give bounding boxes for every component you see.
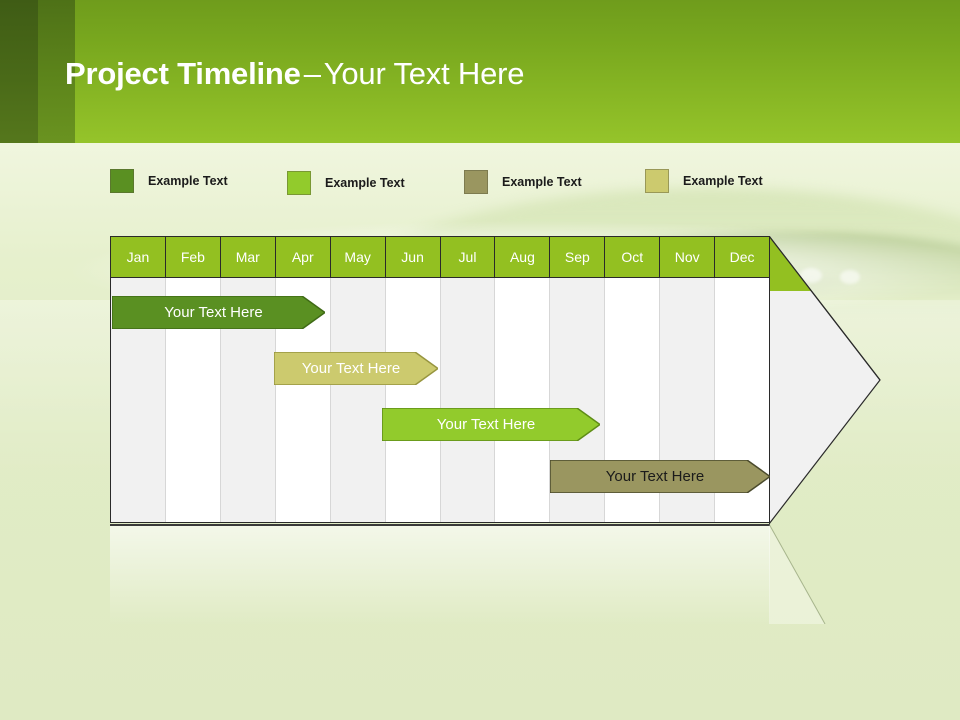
legend-label: Example Text bbox=[148, 174, 228, 188]
month-header-feb: Feb bbox=[165, 237, 221, 278]
month-header-jun: Jun bbox=[385, 237, 441, 278]
timeline-reflection-arrow bbox=[769, 524, 879, 624]
legend-item-3[interactable]: Example Text bbox=[464, 170, 582, 194]
legend-item-4[interactable]: Example Text bbox=[645, 169, 763, 193]
page-title-light: Your Text Here bbox=[323, 56, 525, 91]
month-header-sep: Sep bbox=[550, 237, 606, 278]
legend-swatch-icon bbox=[287, 171, 311, 195]
page-title: Project Timeline–Your Text Here bbox=[65, 58, 524, 89]
timeline-column-jan[interactable]: Jan bbox=[111, 237, 166, 522]
month-header-nov: Nov bbox=[660, 237, 716, 278]
legend-swatch-icon bbox=[464, 170, 488, 194]
timeline-arrow-head bbox=[769, 236, 881, 524]
legend-label: Example Text bbox=[325, 176, 405, 190]
page-title-dash: – bbox=[303, 56, 321, 91]
header-left-mid-band bbox=[38, 0, 75, 143]
timeline-column-aug[interactable]: Aug bbox=[495, 237, 551, 522]
timeline-bar-2[interactable]: Your Text Here bbox=[274, 352, 438, 385]
month-header-apr: Apr bbox=[275, 237, 331, 278]
background-bubble bbox=[840, 270, 860, 284]
page-title-bold: Project Timeline bbox=[65, 56, 301, 91]
month-header-oct: Oct bbox=[605, 237, 661, 278]
timeline-reflection bbox=[110, 524, 770, 626]
header-gradient-panel bbox=[75, 0, 960, 143]
month-header-mar: Mar bbox=[220, 237, 276, 278]
timeline-bar-label: Your Text Here bbox=[436, 416, 536, 433]
timeline-bar-label: Your Text Here bbox=[164, 304, 263, 321]
timeline-column-jul[interactable]: Jul bbox=[440, 237, 496, 522]
legend-swatch-icon bbox=[645, 169, 669, 193]
legend-swatch-icon bbox=[110, 169, 134, 193]
legend-label: Example Text bbox=[683, 174, 763, 188]
timeline-bar-arrow-shape bbox=[382, 408, 600, 441]
legend-item-2[interactable]: Example Text bbox=[287, 171, 405, 195]
month-header-aug: Aug bbox=[495, 237, 551, 278]
timeline-bar-3[interactable]: Your Text Here bbox=[382, 408, 600, 441]
header-banner: Project Timeline–Your Text Here bbox=[0, 0, 960, 143]
month-header-jul: Jul bbox=[440, 237, 496, 278]
month-header-dec: Dec bbox=[715, 237, 770, 278]
timeline-column-mar[interactable]: Mar bbox=[220, 237, 276, 522]
timeline-bar-label: Your Text Here bbox=[301, 360, 401, 377]
timeline-bar-arrow-shape bbox=[112, 296, 325, 329]
timeline-bar-arrow-shape bbox=[274, 352, 438, 385]
legend-label: Example Text bbox=[502, 175, 582, 189]
month-header-may: May bbox=[330, 237, 386, 278]
header-left-dark-band bbox=[0, 0, 38, 143]
timeline-bar-4[interactable]: Your Text Here bbox=[550, 460, 770, 493]
legend-item-1[interactable]: Example Text bbox=[110, 169, 228, 193]
timeline-bar-arrow-shape bbox=[550, 460, 770, 493]
timeline-bar-label: Your Text Here bbox=[605, 468, 705, 485]
timeline-bar-1[interactable]: Your Text Here bbox=[112, 296, 325, 329]
timeline-column-feb[interactable]: Feb bbox=[165, 237, 221, 522]
background-bubble bbox=[800, 268, 822, 283]
month-header-jan: Jan bbox=[111, 237, 166, 278]
